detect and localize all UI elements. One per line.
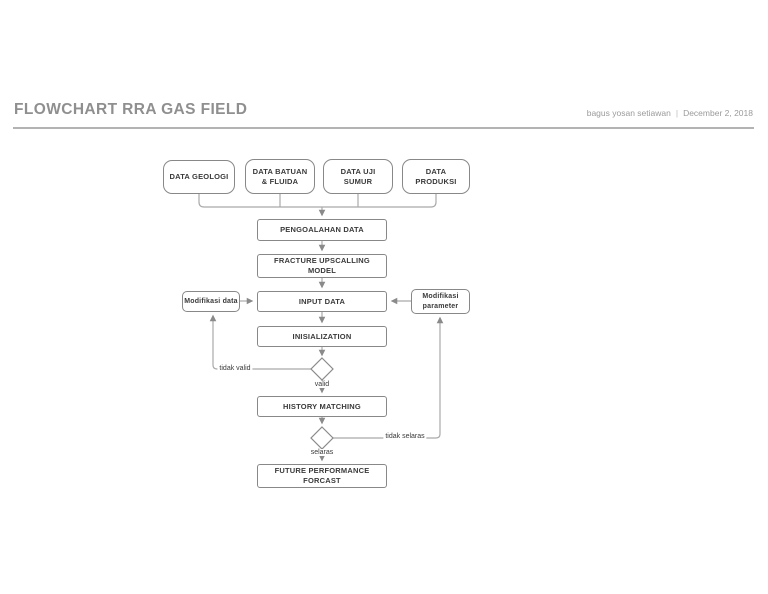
decision-diamond-selaras [310, 426, 334, 450]
flow-box-pengolahan-data: PENGOALAHAN DATA [257, 219, 387, 241]
flow-box-label: FRACTURE UPSCALLING MODEL [274, 256, 370, 275]
flow-box-label: INPUT DATA [298, 296, 346, 306]
flow-box-label: Modifikasi data [184, 297, 238, 305]
page-title: FLOWCHART RRA GAS FIELD [14, 101, 248, 118]
flow-box-label: HISTORY MATCHING [283, 401, 361, 411]
flow-box-label: DATA UJI SUMUR [340, 166, 376, 186]
flow-box-data-geologi: DATA GEOLOGI [163, 160, 235, 194]
flow-box-data-uji-sumur: DATA UJI SUMUR [323, 159, 393, 194]
source-bus-line [198, 194, 437, 208]
flow-box-fracture-upscalling-model: FRACTURE UPSCALLING MODEL [257, 254, 387, 278]
branch-label-tidak-valid: tidak valid [217, 365, 253, 372]
branch-label-selaras: selaras [308, 449, 336, 456]
flow-box-data-produksi: DATA PRODUKSI [402, 159, 470, 194]
branch-label-valid: valid [312, 381, 332, 388]
flow-box-label: DATA BATUAN & FLUIDA [252, 166, 308, 186]
flow-box-data-batuan-fluida: DATA BATUAN & FLUIDA [245, 159, 315, 194]
flow-box-label: DATA PRODUKSI [415, 166, 457, 186]
flow-box-label: Modifikasi parameter [422, 293, 459, 310]
author-name: bagus yosan setiawan [586, 108, 671, 118]
decision-diamond-valid [310, 357, 334, 381]
flow-box-future-performance-forcast: FUTURE PERFORMANCE FORCAST [257, 464, 387, 488]
flow-box-input-data: INPUT DATA [257, 291, 387, 312]
flow-box-label: FUTURE PERFORMANCE FORCAST [274, 466, 370, 485]
flow-box-modifikasi-data: Modifikasi data [182, 291, 240, 312]
flow-box-modifikasi-parameter: Modifikasi parameter [411, 289, 470, 314]
branch-label-tidak-selaras: tidak selaras [383, 433, 427, 440]
flow-box-label: INISIALIZATION [292, 331, 352, 341]
feedback-tidak-selaras-line [332, 316, 444, 439]
date-label: December 2, 2018 [683, 108, 753, 118]
flow-box-label: DATA GEOLOGI [169, 172, 229, 182]
flow-box-history-matching: HISTORY MATCHING [257, 396, 387, 417]
feedback-tidak-valid-line [209, 314, 312, 370]
meta-separator: | [675, 108, 679, 118]
flow-box-inisialization: INISIALIZATION [257, 326, 387, 347]
header-meta: bagus yosan setiawan | December 2, 2018 [587, 108, 753, 118]
flow-box-label: PENGOALAHAN DATA [280, 225, 364, 235]
header-divider [13, 127, 754, 129]
